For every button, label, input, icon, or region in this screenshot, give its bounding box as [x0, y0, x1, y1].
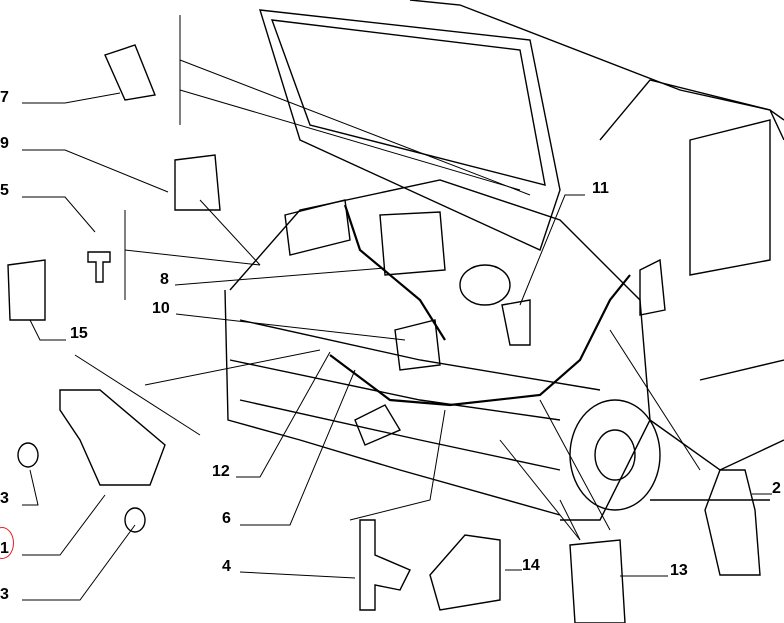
callout-11: 11	[592, 180, 609, 197]
part-3-nut-top	[17, 442, 39, 468]
part-15-hook	[7, 259, 46, 321]
callout-3-bottom: 3	[0, 586, 9, 603]
part-6-pad	[354, 404, 402, 446]
callout-2: 2	[772, 480, 781, 497]
callout-4: 4	[222, 558, 231, 575]
part-2-bracket	[704, 469, 761, 576]
callout-10: 10	[152, 300, 170, 317]
callout-7: 7	[0, 89, 9, 106]
van-illustration	[224, 0, 784, 521]
part-7-pad	[104, 44, 156, 101]
callout-8: 8	[160, 271, 169, 288]
callout-3-top: 3	[0, 490, 9, 507]
callout-13: 13	[670, 562, 688, 579]
callout-12: 12	[212, 463, 230, 480]
callout-14: 14	[522, 557, 540, 574]
callout-1: 1	[0, 540, 9, 557]
callout-15: 15	[70, 325, 88, 342]
leader-lines	[22, 15, 772, 601]
callout-9: 9	[0, 135, 9, 152]
part-5-screw	[87, 251, 111, 283]
part-13-clip	[569, 539, 626, 623]
part-14-clip	[429, 534, 501, 611]
callout-6: 6	[222, 510, 231, 527]
part-4-connector	[359, 519, 411, 611]
part-3-nut-bottom	[124, 507, 146, 533]
part-1-lock	[59, 389, 166, 486]
callout-5: 5	[0, 182, 9, 199]
part-10-latch	[394, 319, 441, 371]
part-9-clip	[174, 154, 221, 211]
part-11-clip	[501, 299, 531, 346]
